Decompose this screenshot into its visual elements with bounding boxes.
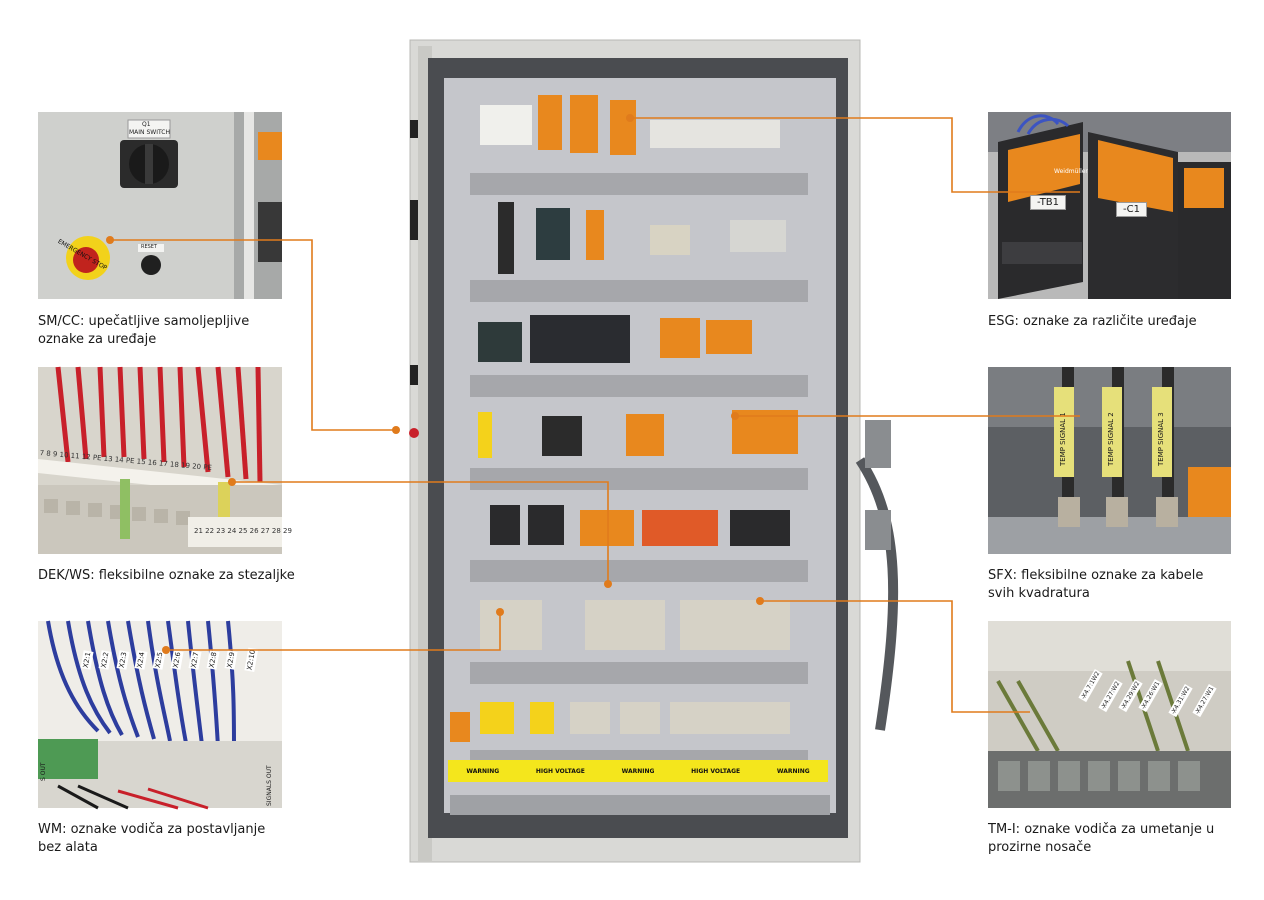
cable-markers-illustration bbox=[988, 367, 1231, 554]
sfx-label: TEMP SIGNAL 2 bbox=[1107, 412, 1115, 466]
wm-label: X2:9 bbox=[224, 650, 238, 670]
caption-line: SFX: fleksibilne oznake za kabele bbox=[988, 568, 1204, 583]
photo-sfx: TEMP SIGNAL 1 TEMP SIGNAL 2 TEMP SIGNAL … bbox=[988, 367, 1231, 554]
wm-label: X2:6 bbox=[170, 650, 184, 670]
caption-tm-i: TM-I: oznake vodiča za umetanje u prozir… bbox=[988, 821, 1214, 857]
warning-strip-text: WARNING bbox=[776, 767, 810, 775]
caption-line: SM/CC: upečatljive samoljepljive bbox=[38, 314, 250, 329]
wm-out-right: SIGNALS OUT bbox=[266, 765, 273, 806]
caption-line: prozirne nosače bbox=[988, 840, 1092, 855]
photo-dek-ws: 7 8 9 10 11 12 PE 13 14 PE 15 16 17 18 1… bbox=[38, 366, 292, 554]
caption-dek-ws: DEK/WS: fleksibilne oznake za stezaljke bbox=[38, 567, 295, 585]
photo-wm: X2:1 X2:2 X2:3 X2:4 X2:5 X2:6 X2:7 X2:8 … bbox=[38, 620, 282, 810]
wm-label: X2:7 bbox=[188, 650, 202, 670]
warning-strip: WARNING HIGH VOLTAGE WARNING HIGH VOLTAG… bbox=[448, 760, 828, 782]
warning-strip-text: HIGH VOLTAGE bbox=[691, 767, 741, 775]
esg-brand-label: Weidmüller bbox=[1054, 168, 1088, 175]
power-supply-illustration bbox=[988, 112, 1231, 299]
wm-label: X2:3 bbox=[116, 650, 130, 670]
wm-label-row: X2:1 X2:2 X2:3 X2:4 X2:5 X2:6 X2:7 X2:8 … bbox=[78, 648, 268, 695]
terminal-carriers-illustration bbox=[988, 621, 1231, 808]
caption-line: svih kvadratura bbox=[988, 586, 1090, 601]
cabinet-illustration bbox=[409, 39, 899, 863]
wm-label: X2:5 bbox=[152, 650, 166, 670]
main-switch-label: MAIN SWITCH bbox=[129, 129, 170, 136]
dek-strip-label-2: 21 22 23 24 25 26 27 28 29 bbox=[194, 527, 292, 535]
sfx-label: TEMP SIGNAL 3 bbox=[1157, 412, 1165, 466]
caption-line: TM-I: oznake vodiča za umetanje u bbox=[988, 822, 1215, 837]
esg-c1-label: -C1 bbox=[1116, 202, 1147, 217]
wm-label: X2:8 bbox=[206, 650, 220, 670]
wire-markers-illustration bbox=[38, 620, 282, 810]
wm-out-left: S OUT bbox=[40, 762, 47, 782]
wm-label: X2:4 bbox=[134, 650, 148, 670]
caption-line: WM: oznake vodiča za postavljanje bbox=[38, 822, 266, 837]
reset-label: RESET bbox=[141, 244, 158, 250]
wm-label: X2:2 bbox=[98, 650, 112, 670]
caption-line: oznake za uređaje bbox=[38, 332, 157, 347]
warning-strip-text: WARNING bbox=[466, 767, 500, 775]
control-cabinet: WARNING HIGH VOLTAGE WARNING HIGH VOLTAG… bbox=[409, 39, 899, 863]
caption-sm-cc: SM/CC: upečatljive samoljepljive oznake … bbox=[38, 313, 249, 349]
caption-sfx: SFX: fleksibilne oznake za kabele svih k… bbox=[988, 567, 1203, 603]
caption-line: bez alata bbox=[38, 840, 98, 855]
switch-panel-illustration bbox=[38, 112, 282, 299]
esg-tb1-label: -TB1 bbox=[1030, 195, 1067, 210]
caption-esg: ESG: oznake za različite uređaje bbox=[988, 313, 1197, 331]
main-switch-q-label: Q1 bbox=[142, 121, 151, 128]
caption-line: ESG: oznake za različite uređaje bbox=[988, 314, 1197, 329]
photo-sm-cc: Q1 MAIN SWITCH EMERGENCY STOP RESET bbox=[38, 112, 282, 299]
sfx-label: TEMP SIGNAL 1 bbox=[1059, 412, 1067, 466]
photo-esg: -TB1 -C1 Weidmüller bbox=[988, 112, 1231, 299]
wm-label: X2:1 bbox=[80, 650, 94, 670]
photo-tm-i: -X4.7:1W2 -X4.27:W2 -X4.29:W2 -X4.26:W1 … bbox=[988, 621, 1231, 808]
caption-line: DEK/WS: fleksibilne oznake za stezaljke bbox=[38, 568, 295, 583]
warning-strip-text: WARNING bbox=[621, 767, 655, 775]
caption-wm: WM: oznake vodiča za postavljanje bez al… bbox=[38, 821, 265, 857]
warning-strip-text: HIGH VOLTAGE bbox=[535, 767, 585, 775]
